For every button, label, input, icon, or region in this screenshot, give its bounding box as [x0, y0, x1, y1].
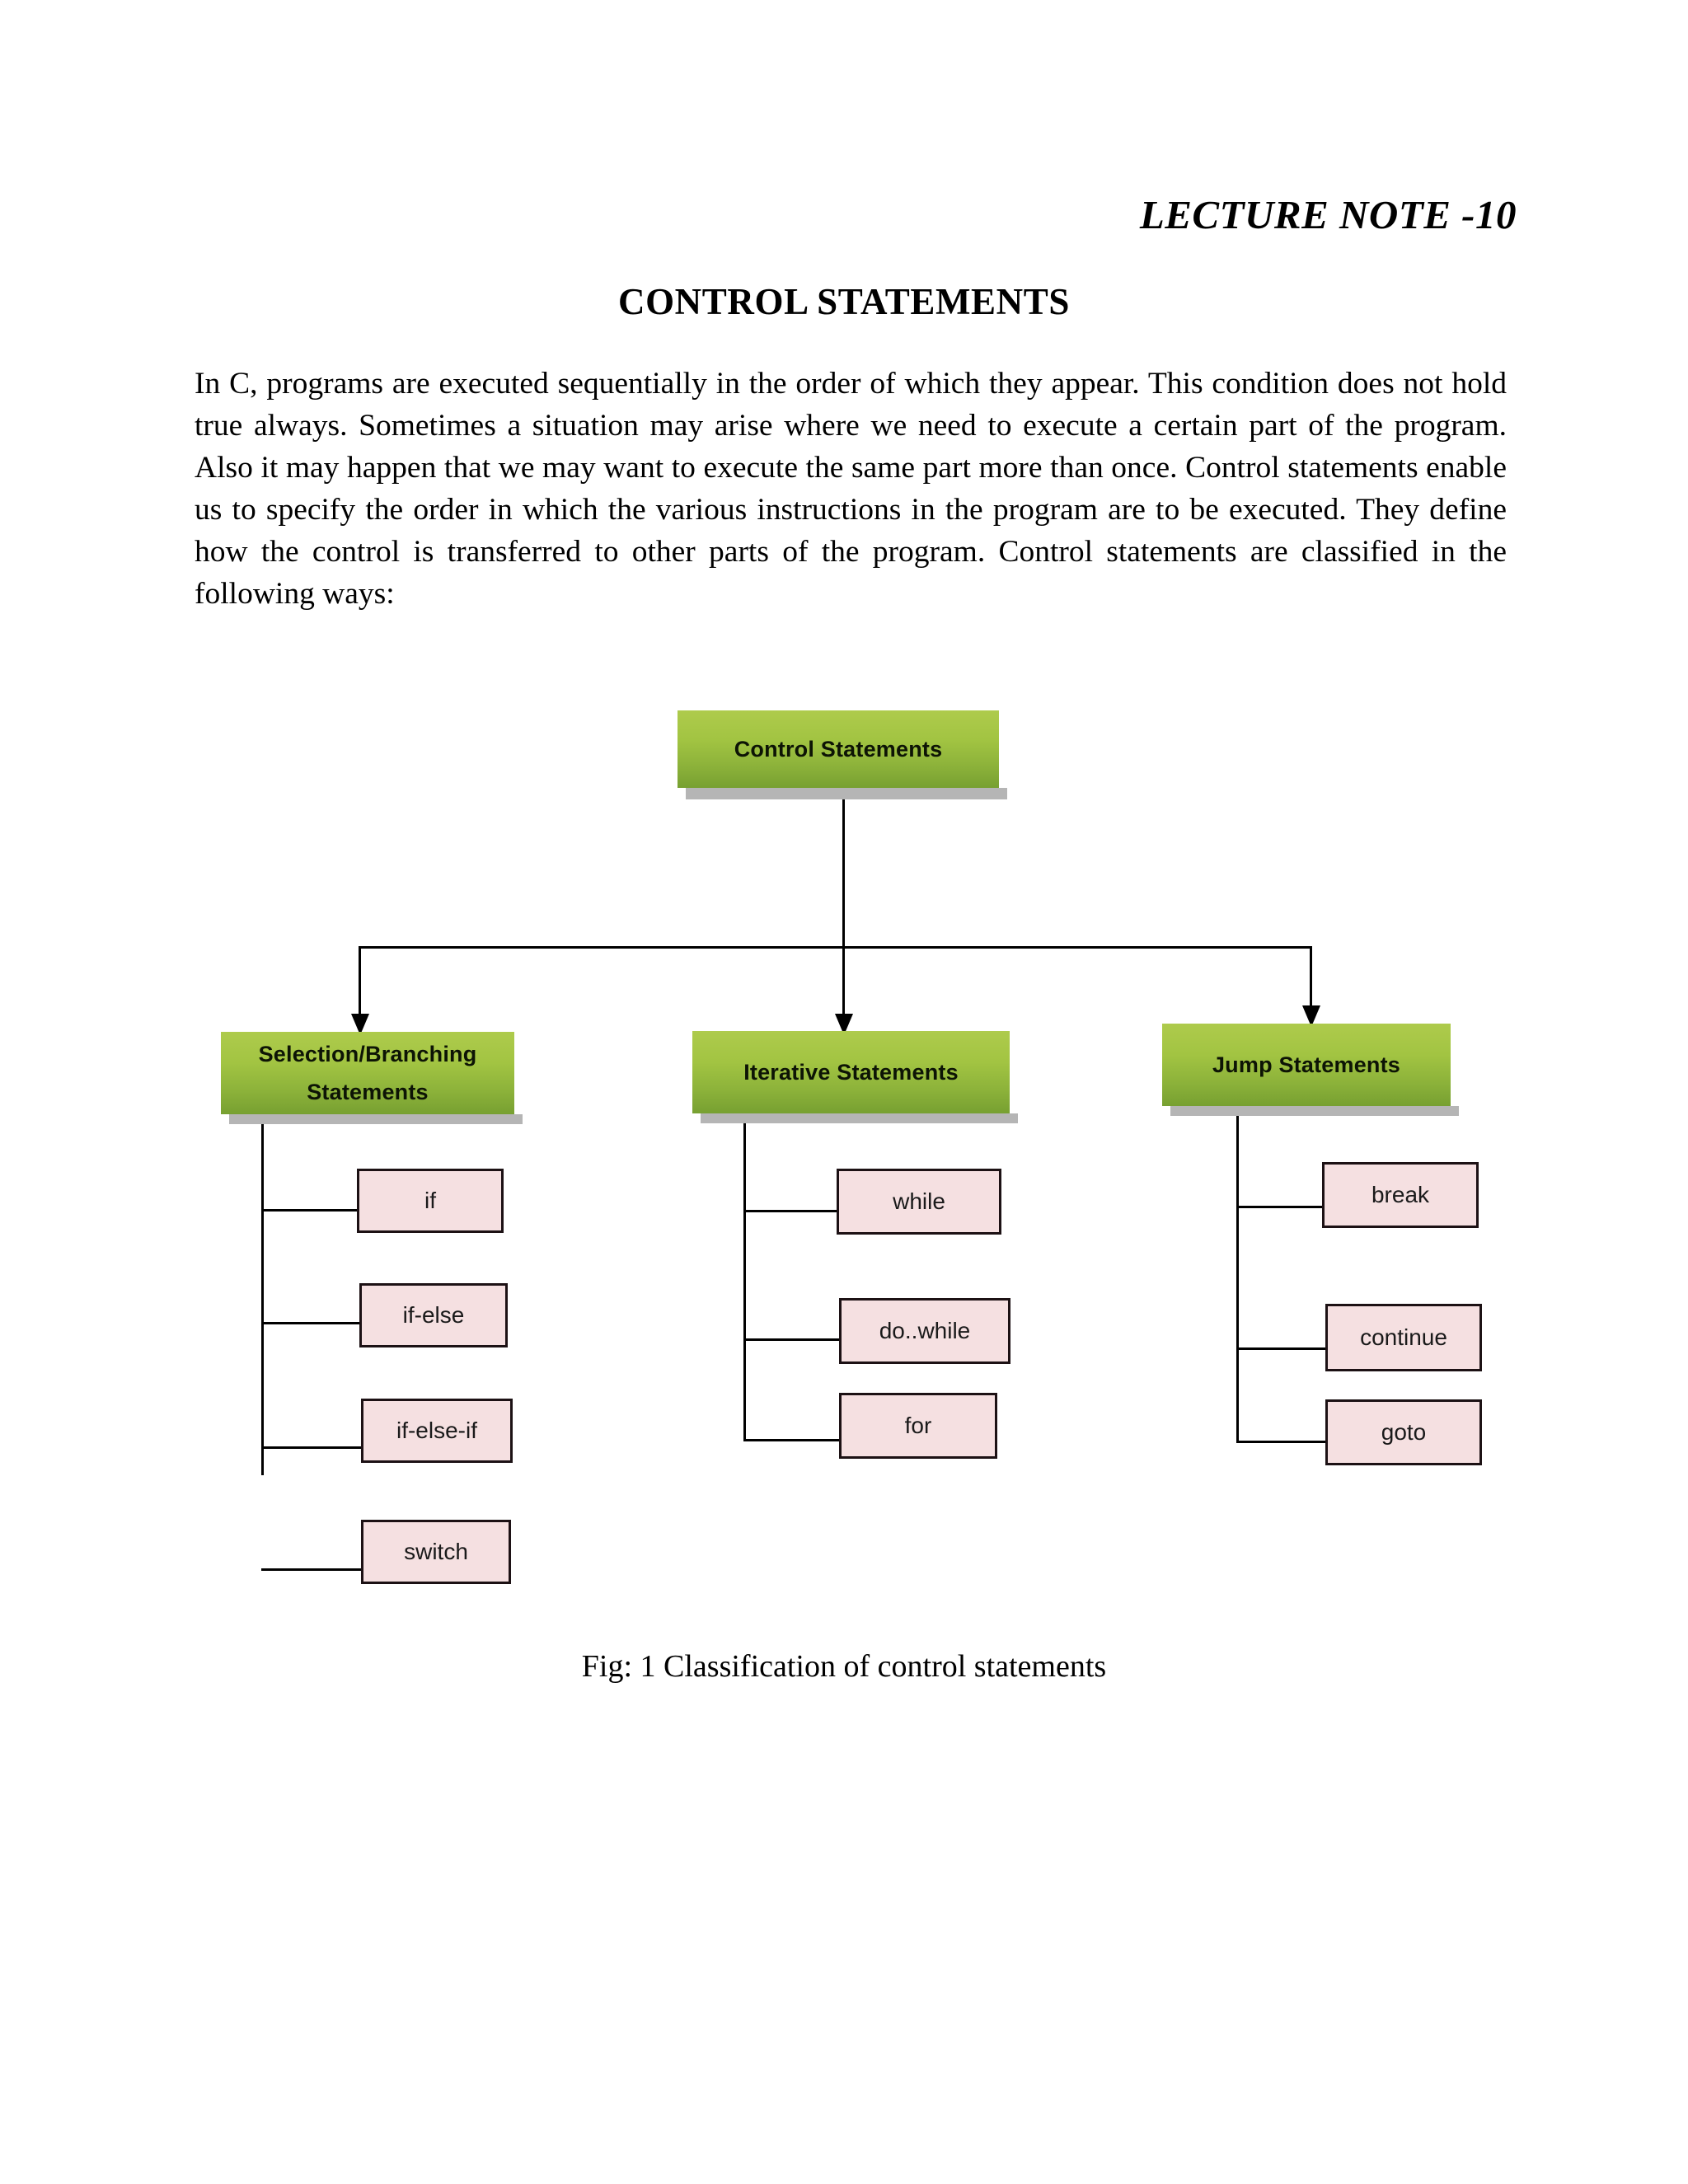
- leaf-node-break[interactable]: break: [1322, 1162, 1479, 1228]
- connector-branch2-leaf3: [743, 1439, 841, 1441]
- intro-paragraph: In C, programs are executed sequentially…: [195, 367, 1507, 611]
- arrow-head-branch2-icon: [835, 1014, 853, 1035]
- page-title: CONTROL STATEMENTS: [617, 281, 1070, 322]
- connector-branch3-drop: [1310, 946, 1312, 1010]
- connector-branch3-spine: [1236, 1116, 1239, 1442]
- connector-branch2-spine: [743, 1123, 746, 1441]
- connector-branch3-leaf3: [1236, 1441, 1327, 1443]
- leaf-node-switch[interactable]: switch: [361, 1520, 511, 1584]
- branch3-node-shadow: [1170, 1106, 1459, 1116]
- root-node-shadow: [686, 788, 1007, 799]
- leaf-node-if-else[interactable]: if-else: [359, 1283, 508, 1347]
- connector-branch1-spine: [261, 1124, 264, 1475]
- control-statements-diagram: Control Statements Selection/Branching S…: [0, 684, 1688, 1640]
- leaf-node-if[interactable]: if: [357, 1169, 504, 1233]
- leaf-node-do-while[interactable]: do..while: [839, 1298, 1010, 1364]
- connector-branch1-leaf1: [261, 1209, 358, 1212]
- leaf-node-if-else-if[interactable]: if-else-if: [361, 1399, 513, 1463]
- connector-branch3-leaf1: [1236, 1206, 1324, 1208]
- arrow-head-branch3-icon: [1302, 1005, 1320, 1027]
- leaf-node-while[interactable]: while: [837, 1169, 1001, 1235]
- branch1-node-shadow: [229, 1114, 523, 1124]
- node-jump-statements[interactable]: Jump Statements: [1162, 1024, 1451, 1106]
- connector-horizontal-bus: [359, 946, 1312, 949]
- connector-branch2-leaf1: [743, 1210, 838, 1212]
- branch2-node-shadow: [701, 1113, 1018, 1123]
- connector-root-drop: [842, 799, 845, 948]
- connector-branch1-leaf4: [261, 1568, 362, 1571]
- leaf-node-continue[interactable]: continue: [1325, 1304, 1482, 1371]
- node-control-statements[interactable]: Control Statements: [678, 710, 999, 788]
- arrow-head-branch1-icon: [351, 1014, 369, 1035]
- node-selection-branching-statements[interactable]: Selection/Branching Statements: [221, 1032, 514, 1114]
- lecture-note-heading: LECTURE NOTE -10: [1139, 192, 1517, 237]
- connector-branch2-leaf2: [743, 1338, 841, 1341]
- node-iterative-statements[interactable]: Iterative Statements: [692, 1031, 1010, 1113]
- leaf-node-for[interactable]: for: [839, 1393, 997, 1459]
- connector-branch1-leaf3: [261, 1446, 362, 1449]
- figure-caption: Fig: 1 Classification of control stateme…: [581, 1649, 1107, 1684]
- connector-branch1-leaf2: [261, 1322, 360, 1324]
- connector-branch3-leaf2: [1236, 1347, 1327, 1350]
- connector-branch2-drop: [842, 946, 845, 1019]
- leaf-node-goto[interactable]: goto: [1325, 1399, 1482, 1465]
- connector-branch1-drop: [359, 946, 361, 1019]
